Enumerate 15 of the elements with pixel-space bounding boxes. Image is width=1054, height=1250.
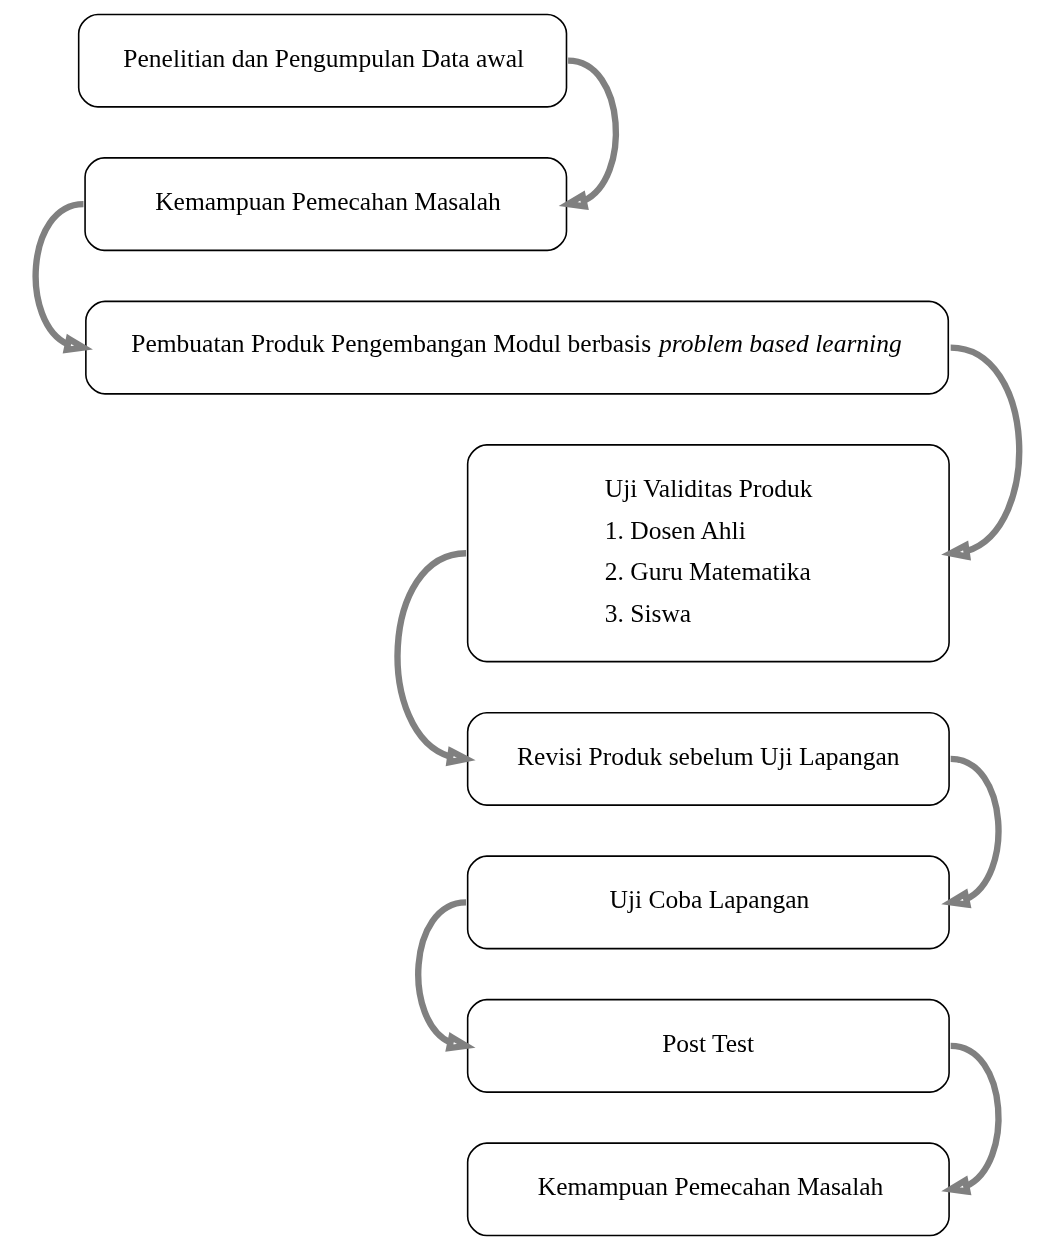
node-box: Kemampuan Pemecahan Masalah: [83, 157, 567, 252]
arrow: [940, 344, 1022, 561]
node-box: Uji Coba Lapangan: [466, 855, 950, 950]
node-box: Revisi Produk sebelum Uji Lapangan: [466, 711, 950, 806]
node-box: Uji Validitas Produk 1. Dosen Ahli 2. Guru Matematika 3. Siswa: [466, 444, 950, 663]
arrow: [940, 1042, 1001, 1196]
arrow: [414, 899, 475, 1052]
node-box: Post Test: [466, 998, 950, 1093]
node-box: Pembuatan Produk Pengembangan Modul berbasis problem based learning: [84, 300, 949, 395]
arrow: [558, 57, 619, 211]
arrow: [394, 550, 476, 767]
node-box: Kemampuan Pemecahan Masalah: [466, 1142, 950, 1237]
arrow: [940, 755, 1001, 909]
node-box: Penelitian dan Pengumpulan Data awal: [77, 13, 567, 108]
arrow: [32, 201, 93, 354]
